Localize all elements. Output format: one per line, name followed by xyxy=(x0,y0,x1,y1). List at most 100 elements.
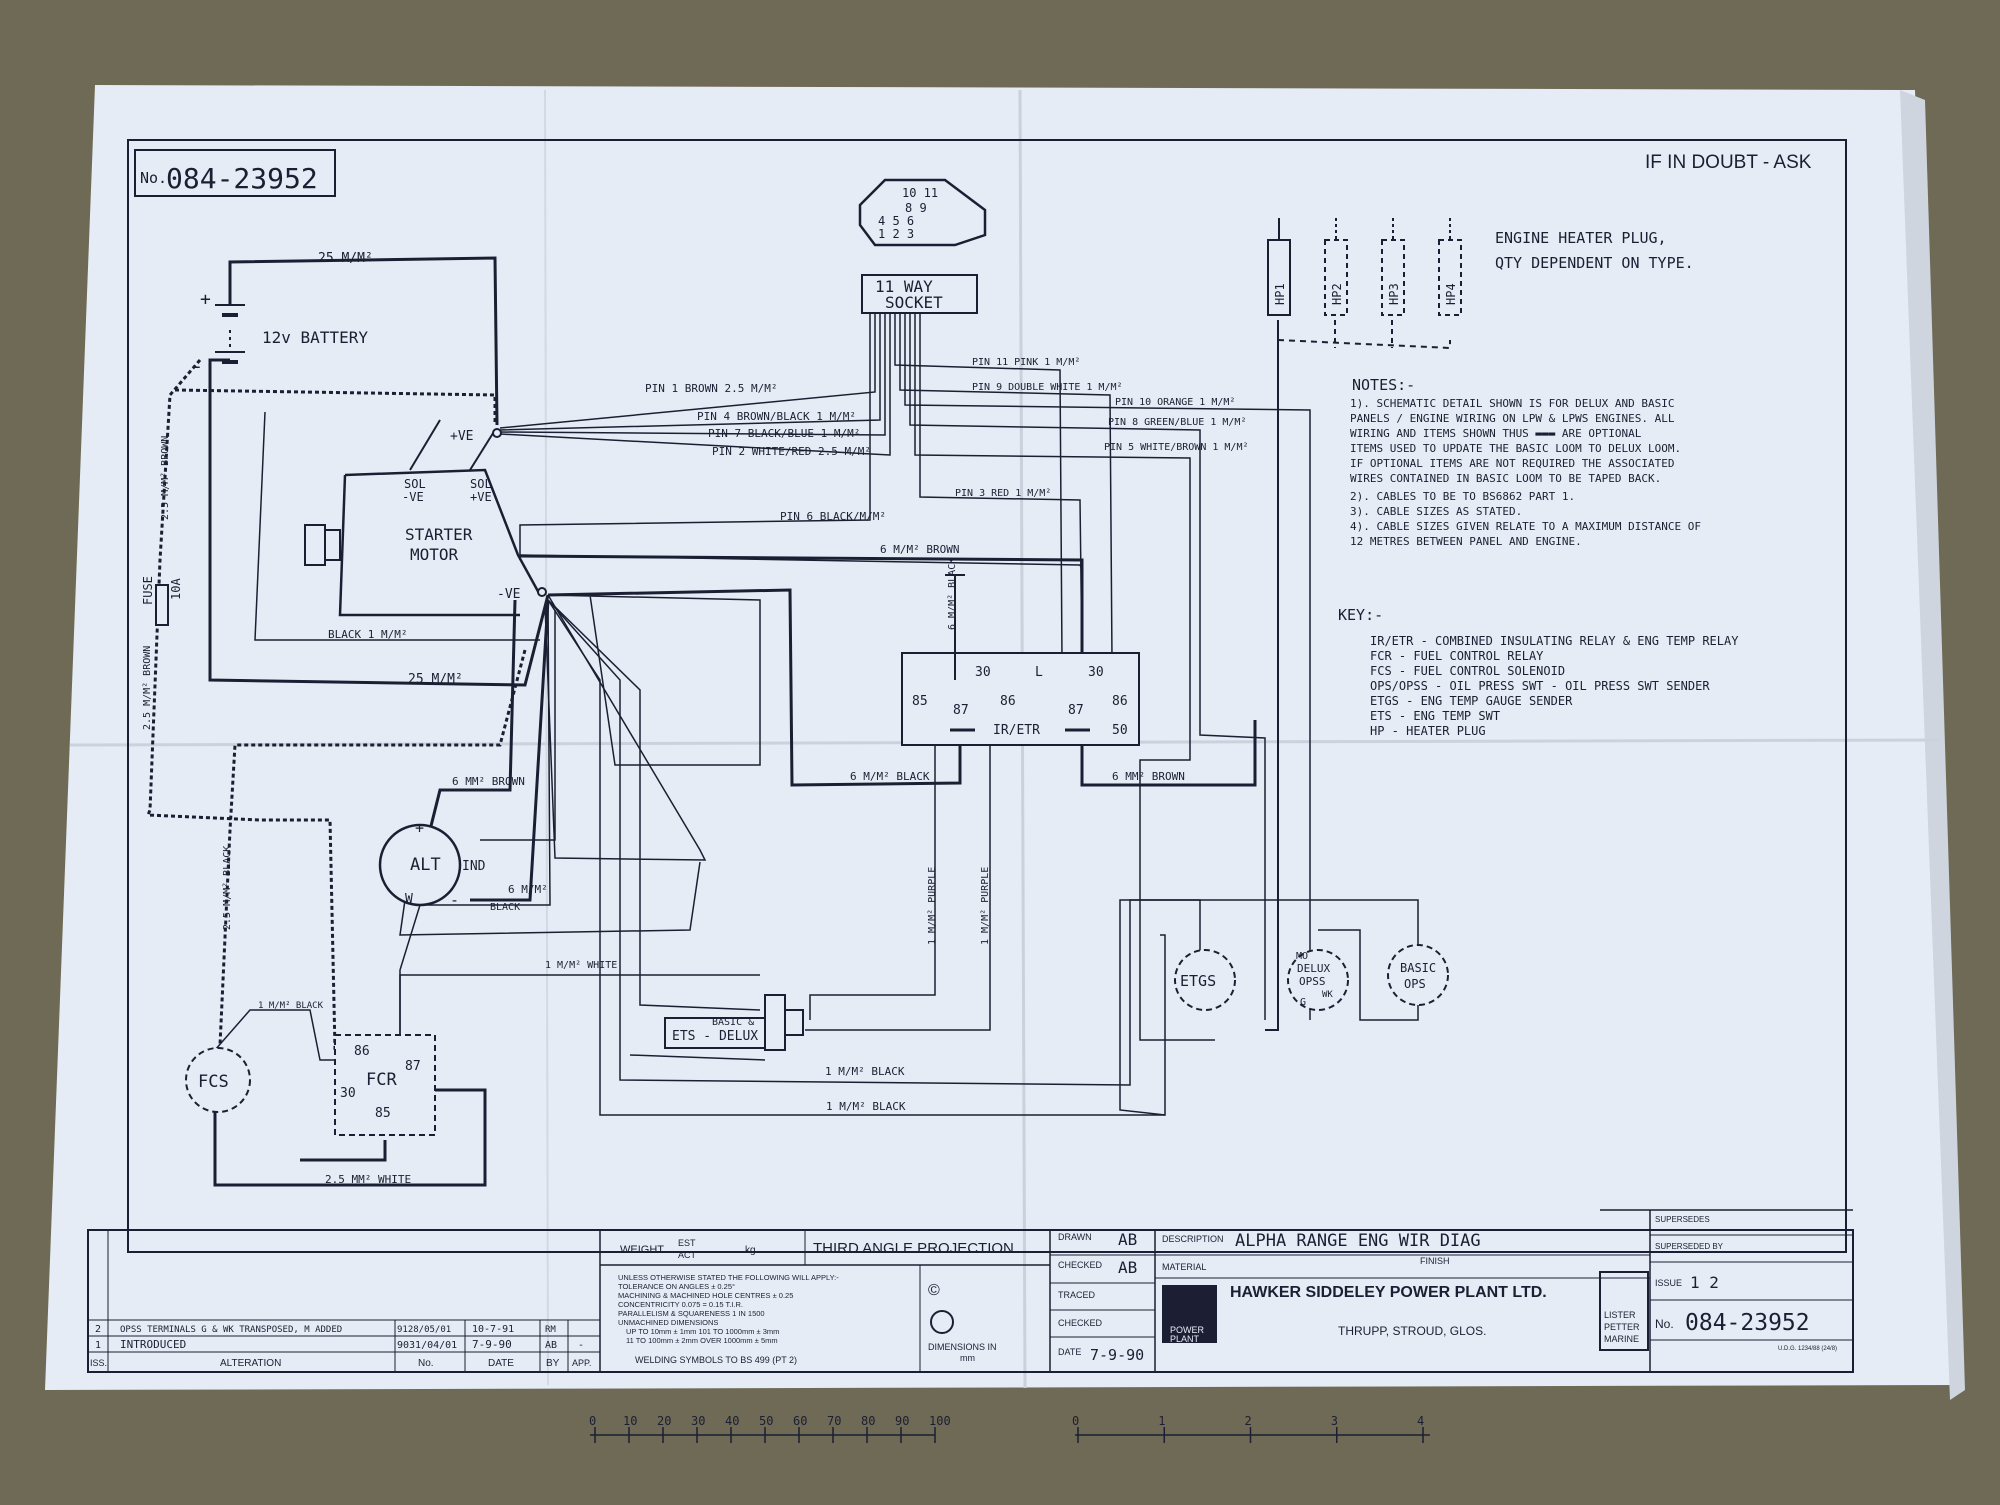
date-value: 7-9-90 xyxy=(1090,1346,1144,1364)
ruler-tick-label: 1 xyxy=(1158,1414,1165,1428)
starter-neg-stud xyxy=(537,587,547,597)
ruler-tick-label: 60 xyxy=(793,1414,807,1428)
wire-25mm-brown-optional-top xyxy=(174,388,497,425)
wire-label-purple-1: 1 M/M² PURPLE xyxy=(927,867,938,945)
fuse-rating: 10A xyxy=(169,578,183,600)
wire-label-pin10: PIN 10 ORANGE 1 M/M² xyxy=(1115,397,1235,408)
tolerance-line: MACHINING & MACHINED HOLE CENTRES ± 0.25 xyxy=(618,1291,793,1300)
wire-label-25-left: 2.5 M/M² BROWN xyxy=(160,436,171,520)
basic-ops-symbol xyxy=(1387,944,1449,1006)
wire-label-pin3: PIN 3 RED 1 M/M² xyxy=(955,488,1051,499)
wire-pin8 xyxy=(909,305,1266,1020)
wire-basic-ops-2 xyxy=(1318,929,1419,1021)
fcr-label: FCR xyxy=(366,1070,397,1090)
ets-thread xyxy=(784,1009,804,1036)
wire-label-pin5: PIN 5 WHITE/BROWN 1 M/M² xyxy=(1104,442,1249,453)
wire-alt-w xyxy=(399,861,701,936)
relay-terminal-L: L xyxy=(1035,665,1043,680)
wire-label-6mm-brown-top: 6 M/M² BROWN xyxy=(880,543,959,556)
relay-terminal-30a: 30 xyxy=(975,665,991,680)
wire-label-white-25: 2.5 MM² WHITE xyxy=(325,1173,411,1186)
drawing-number-box xyxy=(134,149,336,197)
issue-value: 1 2 xyxy=(1690,1273,1719,1292)
key-title: KEY:- xyxy=(1338,606,1383,624)
no-value: 084-23952 xyxy=(1685,1310,1810,1336)
wire-25mm-top xyxy=(228,256,499,426)
wire-label-pin9: PIN 9 DOUBLE WHITE 1 M/M² xyxy=(972,382,1123,393)
wire-label-purple-2: 1 M/M² PURPLE xyxy=(980,867,991,945)
starter-frame xyxy=(254,411,540,641)
logo-bottom-text: PLANT xyxy=(1170,1334,1200,1344)
wire-white-25 xyxy=(213,1088,487,1187)
wire-pin7 xyxy=(499,305,886,436)
ruler-tick-label: 2 xyxy=(1245,1414,1252,1428)
key-line: HP - HEATER PLUG xyxy=(1370,724,1486,738)
lister-text-3: MARINE xyxy=(1604,1334,1639,1344)
ruler-tick-label: 90 xyxy=(895,1414,909,1428)
tolerance-line: PARALLELISM & SQUARENESS 1 IN 1500 xyxy=(618,1309,765,1318)
delux-opss-symbol xyxy=(1287,949,1349,1011)
relay-terminal-50: 50 xyxy=(1112,723,1128,738)
key-line: FCS - FUEL CONTROL SOLENOID xyxy=(1370,664,1565,678)
socket-pins-top: 10 11 xyxy=(902,186,938,200)
starter-neg-terminal: -VE xyxy=(497,587,520,602)
wire-neg-bundle-5 xyxy=(547,599,1166,1116)
ruler-tick-label: 50 xyxy=(759,1414,773,1428)
drawing-number-prefix: No. xyxy=(140,169,167,187)
wire-label-25-left-2: 2.5 M/M² BROWN xyxy=(142,646,153,730)
wire-label-6mm-brown-alt: 6 MM² BROWN xyxy=(452,775,525,788)
notes-title: NOTES:- xyxy=(1352,376,1415,394)
wire-label-6mm-brown-ir: 6 MM² BROWN xyxy=(1112,770,1185,783)
relay-irtr-label: IR/ETR xyxy=(993,723,1040,738)
dimensions-label: DIMENSIONS IN xyxy=(928,1342,997,1352)
alternator-ind: IND xyxy=(462,859,486,874)
tolerance-notes: UNLESS OTHERWISE STATED THE FOLLOWING WI… xyxy=(618,1273,839,1345)
wire-pin5 xyxy=(914,305,1215,1041)
wire-pin6 xyxy=(519,305,871,560)
ets-hex xyxy=(764,994,786,1051)
tolerance-line: TOLERANCE ON ANGLES ± 0.25° xyxy=(618,1282,735,1291)
solenoid-link-neg xyxy=(409,419,441,471)
company-address: THRUPP, STROUD, GLOS. xyxy=(1338,1324,1486,1338)
projection-label: THIRD ANGLE PROJECTION xyxy=(813,1240,1014,1257)
note-line: PANELS / ENGINE WIRING ON LPW & LPWS ENG… xyxy=(1350,412,1675,425)
weight-kg: kg xyxy=(745,1245,756,1256)
starter-body-side xyxy=(344,468,542,596)
wire-pin9 xyxy=(899,305,1113,661)
relay-irtr-box xyxy=(901,652,1140,746)
alteration-header: APP. xyxy=(572,1358,591,1368)
wire-label-pin1: PIN 1 BROWN 2.5 M/M² xyxy=(645,382,777,395)
relay-terminal-85: 85 xyxy=(912,694,928,709)
fuse-symbol xyxy=(155,584,169,626)
ruler-tick-label: 80 xyxy=(861,1414,875,1428)
key-line: ETGS - ENG TEMP GAUGE SENDER xyxy=(1370,694,1573,708)
note-line: 3). CABLE SIZES AS STATED. xyxy=(1350,505,1522,518)
wire-pin4 xyxy=(499,305,881,431)
note-line: 2). CABLES TO BE TO BS6862 PART 1. xyxy=(1350,490,1575,503)
fcr-terminal-85: 85 xyxy=(375,1106,391,1121)
alteration-date: 10-7-91 xyxy=(472,1324,514,1335)
wire-neg-bundle-1 xyxy=(547,594,761,766)
wire-label-6mm-black-relay: 6 M/M² BLACK xyxy=(947,558,958,630)
key-line: IR/ETR - COMBINED INSULATING RELAY & ENG… xyxy=(1370,634,1739,648)
copyright-mark: © xyxy=(928,1282,940,1299)
battery-symbol xyxy=(215,304,245,364)
notes-list: 1). SCHEMATIC DETAIL SHOWN IS FOR DELUX … xyxy=(1350,397,1701,548)
tolerance-line: CONCENTRICITY 0.075 = 0.15 T.I.R. xyxy=(618,1300,743,1309)
wire-label-25-top: 25 M/M² xyxy=(318,251,373,266)
lister-text-1: LISTER xyxy=(1604,1310,1636,1320)
socket-label-2: SOCKET xyxy=(885,293,943,312)
socket-pins-row3: 1 2 3 xyxy=(878,227,914,241)
heater-plug-1-label: HP1 xyxy=(1273,283,1287,305)
wire-label-6mm-black-ir: 6 M/M² BLACK xyxy=(850,770,930,783)
alternator-minus: - xyxy=(450,891,459,909)
lister-logo xyxy=(1599,1271,1649,1351)
description-label: DESCRIPTION xyxy=(1162,1234,1224,1244)
material-label: MATERIAL xyxy=(1162,1262,1206,1272)
checked-by: AB xyxy=(1118,1258,1137,1277)
solenoid-link-pos xyxy=(469,429,496,471)
key-line: OPS/OPSS - OIL PRESS SWT - OIL PRESS SWT… xyxy=(1370,679,1710,693)
doubt-note: IF IN DOUBT - ASK xyxy=(1645,152,1812,173)
wire-hp xyxy=(1265,340,1279,1031)
